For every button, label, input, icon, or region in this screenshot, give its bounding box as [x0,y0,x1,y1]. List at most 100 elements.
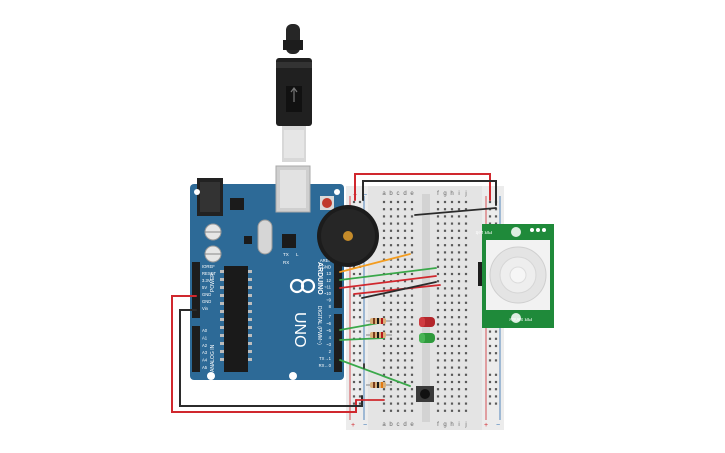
breadboard-hole [382,352,386,355]
breadboard-hole [382,229,386,232]
breadboard-hole [358,395,362,398]
breadboard-hole [450,222,454,225]
pin-label: A0 [202,328,208,333]
breadboard-hole [443,359,447,362]
breadboard-hole [389,380,393,384]
breadboard-hole [464,316,468,319]
breadboard-hole [389,409,393,412]
breadboard-hole [403,200,407,204]
breadboard-hole [410,366,414,369]
breadboard-hole [450,409,454,412]
breadboard-hole [450,215,454,218]
breadboard-hole [443,251,447,254]
breadboard-hole [450,287,454,290]
breadboard-hole [488,359,492,362]
breadboard-hole [450,308,454,312]
breadboard-hole [396,352,400,355]
pin-label: RESET [202,271,216,276]
breadboard-hole [443,337,447,340]
breadboard-hole [436,409,440,412]
pin-label: A1 [202,335,208,340]
breadboard-hole [457,344,461,348]
breadboard-hole [382,280,386,283]
breadboard-hole [352,388,356,391]
breadboard-hole [443,373,447,376]
breadboard-hole [403,215,407,218]
breadboard-hole [403,359,407,362]
breadboard-hole [457,330,461,333]
breadboard-hole [389,294,393,297]
breadboard-hole [396,359,400,362]
breadboard-hole [410,208,414,211]
breadboard-column-label: f [437,422,439,428]
breadboard-hole [436,388,440,391]
breadboard-hole [450,330,454,333]
breadboard-hole [358,301,362,304]
breadboard-hole [436,244,440,247]
breadboard-hole [410,352,414,355]
breadboard-hole [464,352,468,355]
breadboard-hole [494,352,498,355]
breadboard-hole [464,222,468,225]
breadboard-hole [389,244,393,247]
led-red [419,317,435,327]
breadboard-hole [464,229,468,232]
breadboard-hole [352,287,356,290]
digital-label: DIGITAL (PWM~) [316,306,322,345]
breadboard-hole [403,222,407,225]
breadboard-hole [457,395,461,398]
breadboard-hole [450,316,454,319]
breadboard-hole [389,373,393,376]
breadboard-hole [464,337,468,340]
breadboard-hole [410,244,414,247]
breadboard-hole [494,359,498,362]
breadboard-hole [396,236,400,240]
wire-red-10 [353,284,441,295]
breadboard-hole [443,301,447,304]
breadboard-hole [436,229,440,232]
wire-black-top [362,180,497,206]
pin-label: AREF [320,258,332,263]
breadboard-hole [410,409,414,412]
breadboard-hole [443,272,447,276]
breadboard-hole [457,244,461,247]
breadboard-hole [382,215,386,218]
breadboard-hole [464,380,468,384]
breadboard-hole [410,215,414,218]
breadboard-hole [436,215,440,218]
wire-orange-13 [339,253,411,273]
breadboard-hole [494,222,498,225]
breadboard-hole [450,395,454,398]
breadboard-hole [352,308,356,312]
breadboard-hole [488,330,492,333]
breadboard-hole [352,316,356,319]
breadboard-hole [464,330,468,333]
breadboard-hole [443,409,447,412]
breadboard-hole [464,323,468,326]
breadboard-hole [389,388,393,391]
pin-label: Vin [202,306,209,311]
breadboard-hole [358,344,362,348]
breadboard-hole [382,287,386,290]
pin-label: A3 [202,350,208,355]
breadboard-hole [457,380,461,384]
pin-label: GND [202,299,211,304]
wire-black-9 [361,281,437,299]
breadboard-hole [464,366,468,369]
breadboard-hole [488,337,492,340]
breadboard-hole [410,229,414,232]
pin-label: A2 [202,343,208,348]
breadboard-hole [389,308,393,312]
breadboard-hole [443,308,447,312]
breadboard-column-label: d [403,191,406,197]
breadboard-hole [464,373,468,376]
breadboard-hole [457,280,461,283]
breadboard-hole [410,301,414,304]
breadboard-column-label: a [382,422,386,428]
breadboard-hole [450,366,454,369]
breadboard-hole [443,395,447,398]
breadboard-hole [352,380,356,384]
breadboard-hole [396,323,400,326]
breadboard-hole [358,359,362,362]
